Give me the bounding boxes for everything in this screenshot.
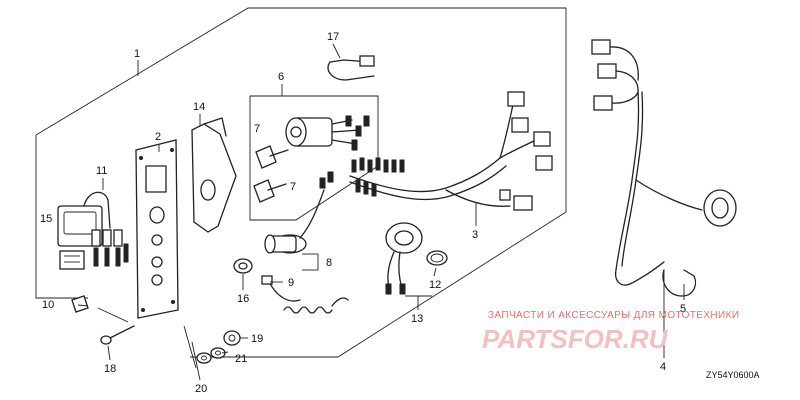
- callout-5: 5: [680, 303, 686, 315]
- part-panel: [135, 139, 179, 319]
- callout-21: 21: [235, 353, 247, 365]
- watermark-text: ЗАПЧАСТИ И АКСЕССУАРЫ ДЛЯ МОТОТЕХНИКИ: [488, 310, 739, 321]
- part-buzzer-cap: [426, 250, 448, 266]
- callout-14: 14: [193, 101, 205, 113]
- part-switch-box: [57, 205, 103, 270]
- callout-6: 6: [278, 71, 284, 83]
- watermark-logo: PARTSFOR.RU: [482, 324, 669, 354]
- part-ignition-switch: [285, 115, 370, 151]
- callout-15: 15: [40, 213, 52, 225]
- part-switch-harness: [83, 191, 129, 267]
- part-emergency-stop-switch: [264, 171, 334, 254]
- callout-13: 13: [411, 313, 423, 325]
- part-main-harness: [349, 91, 553, 211]
- part-buzzer: [385, 222, 423, 295]
- part-screw: [100, 325, 135, 345]
- part-key-upper: [255, 145, 289, 169]
- callout-10: 10: [42, 299, 54, 311]
- leader-lines: [77, 43, 685, 381]
- assembly-frame: [35, 7, 567, 358]
- callout-7b: 7: [290, 181, 296, 193]
- part-bracket: [191, 117, 237, 233]
- part-key-lower: [253, 179, 287, 203]
- part-lanyard: [261, 275, 349, 314]
- callout-9: 9: [288, 277, 294, 289]
- callout-4: 4: [660, 361, 666, 373]
- callout-3: 3: [472, 229, 478, 241]
- callout-17: 17: [327, 31, 339, 43]
- part-washer-20: [196, 352, 212, 364]
- part-nut: [233, 258, 253, 274]
- callout-12: 12: [429, 279, 441, 291]
- part-washer-21: [210, 347, 226, 359]
- part-grommet: [71, 295, 89, 313]
- part-clip: [662, 269, 697, 297]
- callout-11: 11: [96, 165, 107, 177]
- callout-2: 2: [155, 131, 161, 143]
- diagram-code: ZY54Y0600A: [706, 370, 760, 380]
- callout-19: 19: [251, 333, 263, 345]
- ignition-switch-group-box: [249, 95, 379, 221]
- part-extension-harness: [591, 39, 737, 286]
- callout-1: 1: [134, 48, 140, 60]
- callout-18: 18: [104, 363, 116, 375]
- callout-7a: 7: [254, 123, 260, 135]
- callout-16: 16: [237, 293, 249, 305]
- part-cap-nut: [223, 330, 241, 346]
- callout-8: 8: [326, 257, 332, 269]
- callout-20: 20: [195, 383, 207, 395]
- part-tie-strap: [327, 55, 375, 81]
